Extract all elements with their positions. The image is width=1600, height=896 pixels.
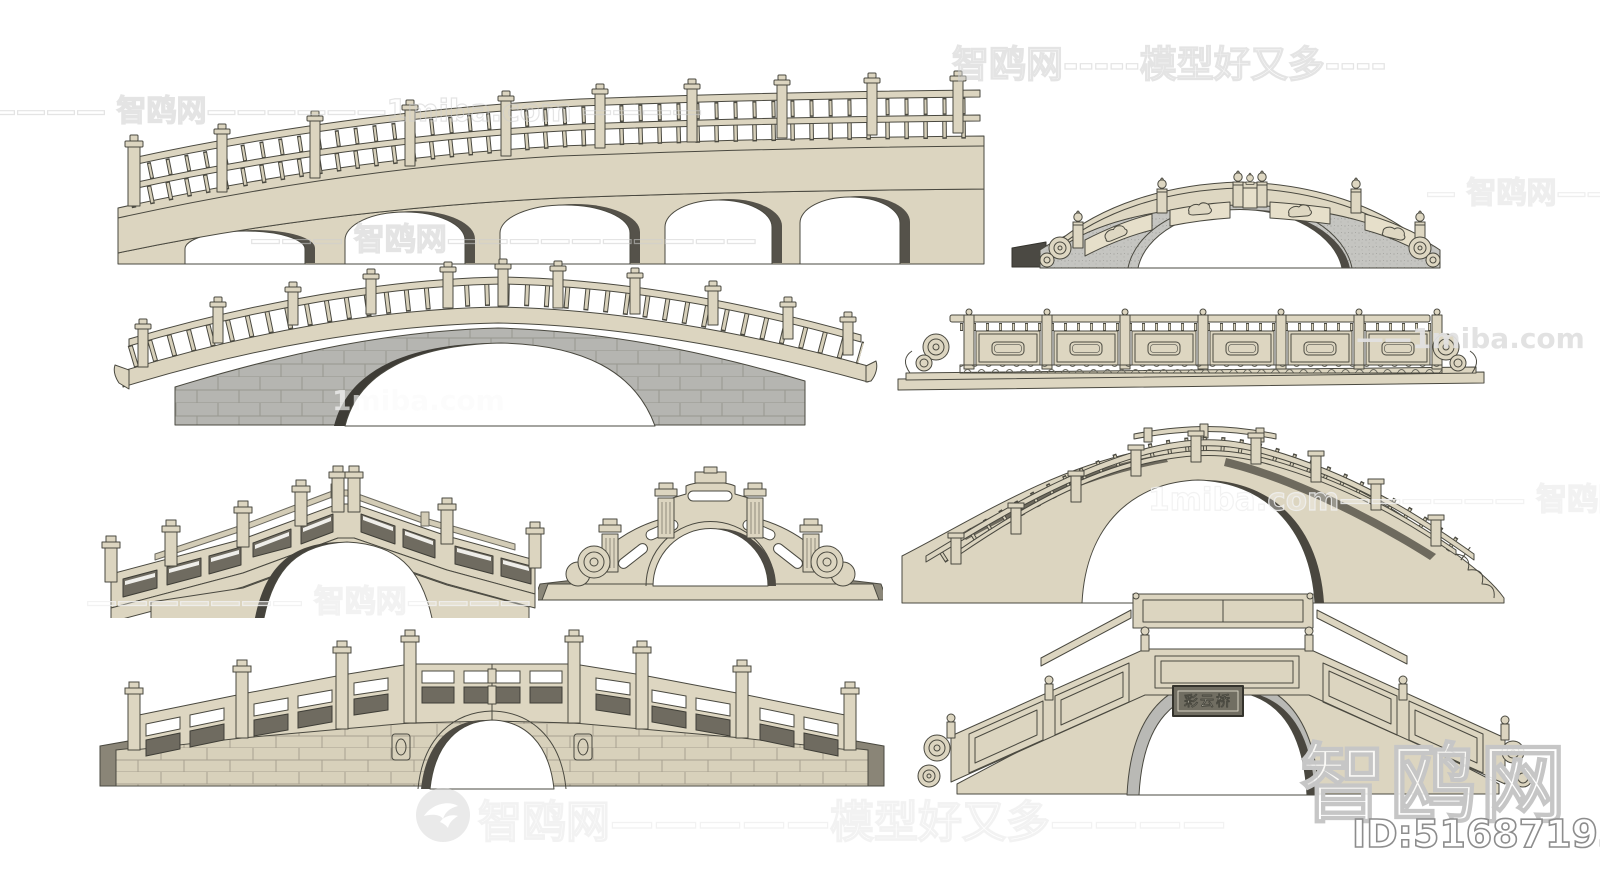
bridge-five-arch (117, 70, 985, 265)
watermark-row3-left: ——————— 智鸥网———— (85, 583, 531, 620)
gull-logo-icon (416, 788, 470, 842)
watermark-row3-right: 1miba.com—————— 智鸥网—————— (1147, 481, 1600, 518)
watermark-row2-right: ——1miba.com (1356, 322, 1585, 355)
watermark-right-upper: — 智鸥网——— (1425, 175, 1600, 211)
bridge-fluted-post-arch (538, 466, 883, 601)
bridge-granite-moon-arch (1011, 170, 1441, 269)
model-id-text: ID:516871933 (1351, 811, 1600, 857)
watermark-row2-left: 1miba.com (332, 384, 505, 417)
bridge-plaque-peak-arch: 彩云桥 (917, 592, 1533, 796)
bridge-ornate-balustrade (897, 308, 1485, 391)
watermark-top-right: 智鸥网-----模型好又多---- (951, 42, 1387, 86)
bridge-tall-moon-arch (901, 423, 1505, 604)
bridge-long-arch-masonry (113, 258, 878, 427)
bridge-plaque-text: 彩云桥 (1184, 694, 1232, 710)
bridge-panel-rail-masonry (99, 629, 885, 790)
watermark-row1-middle: ——— 智鸥网—————————— (249, 221, 757, 258)
watermark-top-left: ———— 智鸥网——————1miba.com ———— (0, 93, 703, 129)
watermark-bottom-center: 智鸥网—————模型好又多———— (477, 796, 1226, 848)
bridge-peaked-rail (101, 465, 545, 618)
watermark-brand-large: 智鸥网 (1299, 734, 1570, 836)
